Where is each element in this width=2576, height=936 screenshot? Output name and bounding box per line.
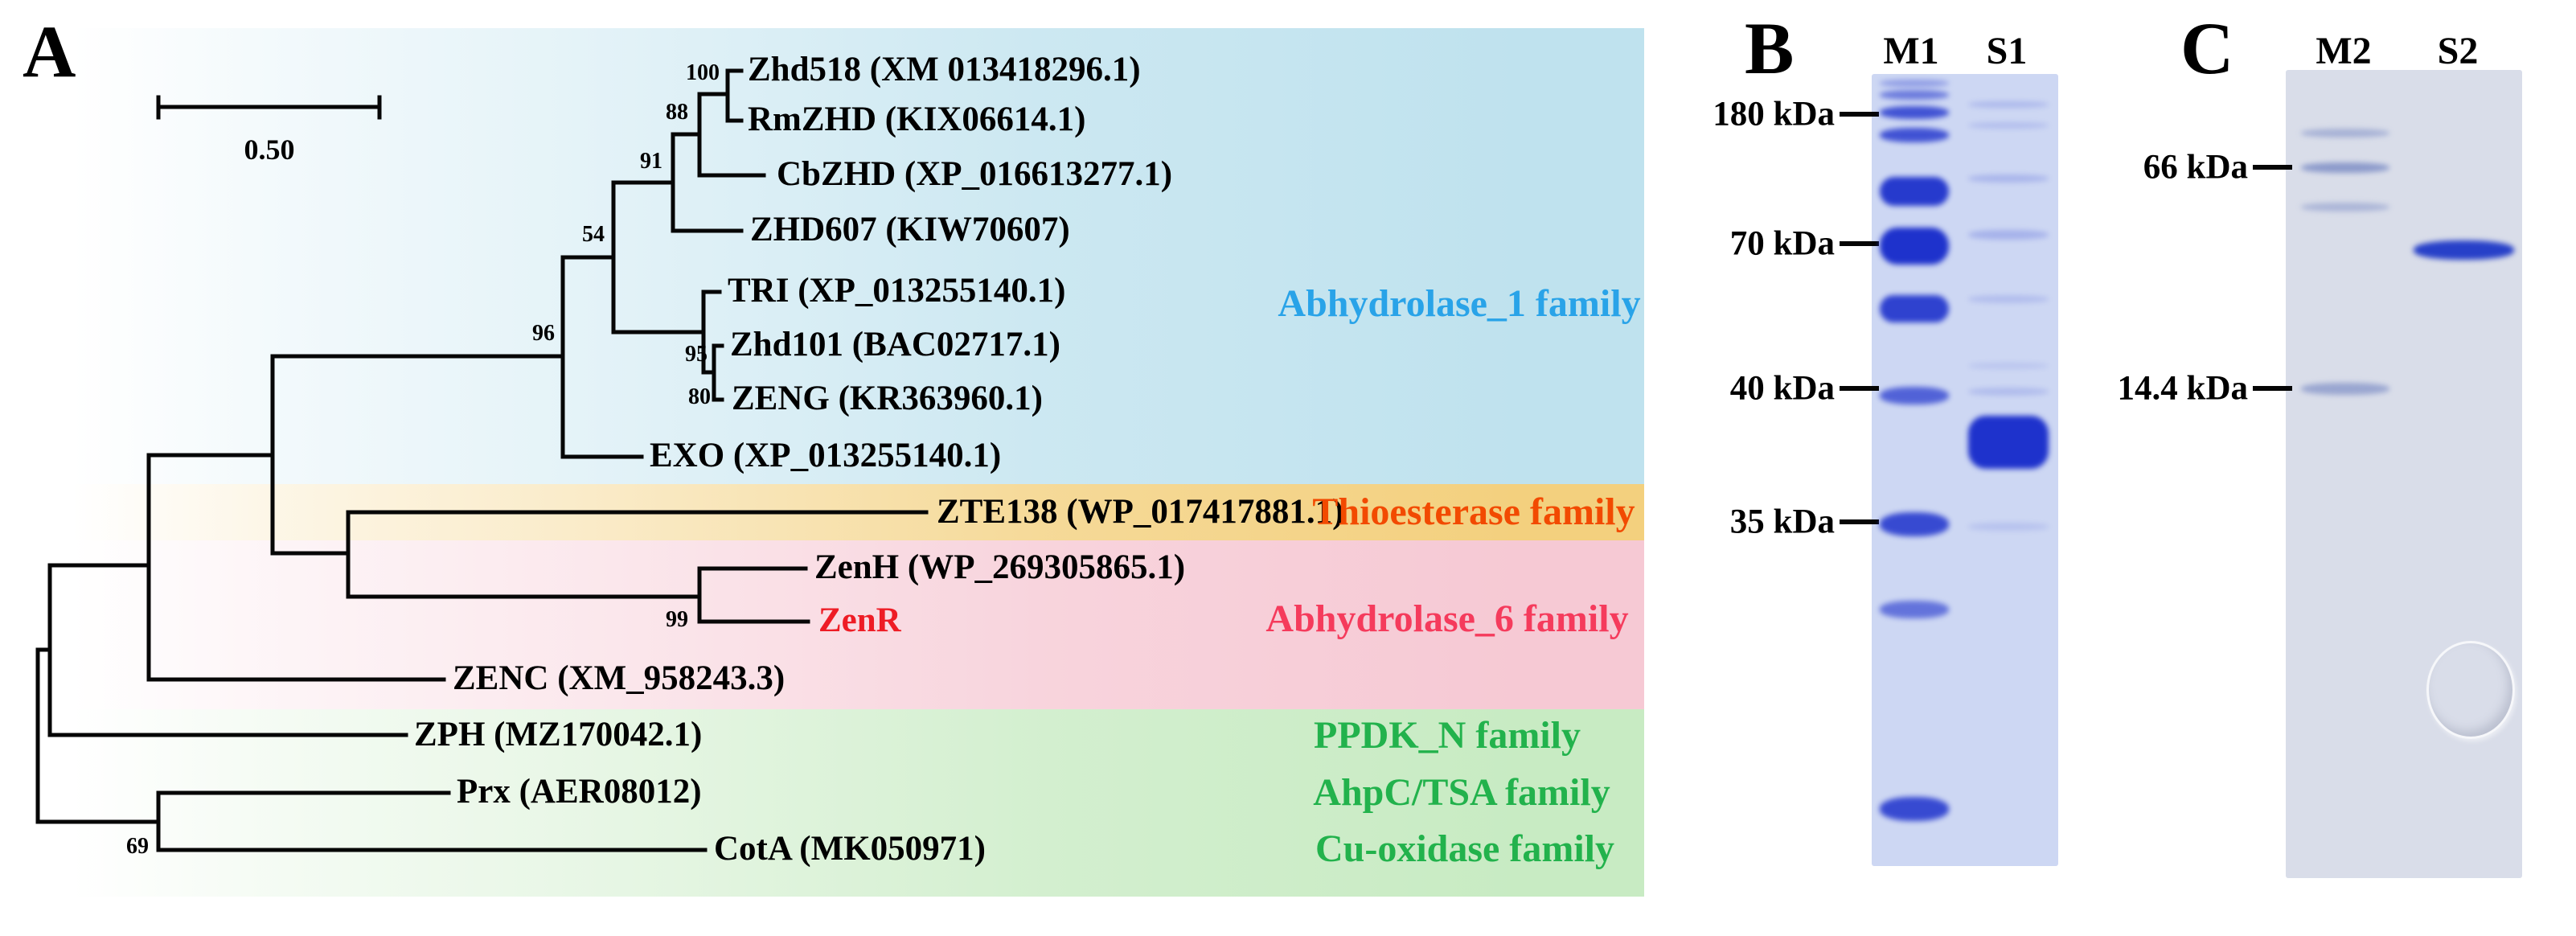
protein-band-lane-S1 <box>1968 523 2049 531</box>
molecular-weight-label: 40 kDa <box>1729 369 1835 408</box>
protein-band-lane-M2 <box>2301 128 2389 138</box>
family-label: AhpC/TSA family <box>1313 771 1610 814</box>
tree-tip-label: Prx (AER08012) <box>457 772 702 811</box>
bootstrap-value: 80 <box>688 384 711 409</box>
panel-b-letter: B <box>1745 7 1795 89</box>
protein-band-lane-M2 <box>2301 382 2389 395</box>
bootstrap-value: 95 <box>685 342 708 367</box>
bootstrap-value: 69 <box>126 834 149 859</box>
tree-tip-label: ZPH (MZ170042.1) <box>414 715 703 753</box>
protein-band-lane-M1 <box>1880 512 1949 536</box>
protein-band-lane-S1 <box>1968 122 2049 129</box>
tree-tip-label: TRI (XP_013255140.1) <box>728 271 1066 310</box>
protein-band-lane-M1 <box>1880 90 1949 100</box>
tree-tip-label: ZHD607 (KIW70607) <box>750 210 1070 248</box>
family-label: Thioesterase family <box>1312 491 1635 533</box>
protein-band-lane-M1 <box>1880 601 1949 618</box>
protein-band-lane-S1 <box>1968 363 2049 369</box>
family-label: Abhydrolase_6 family <box>1265 597 1629 640</box>
molecular-weight-dash <box>1840 386 1879 391</box>
tree-tip-label: ZenR <box>818 601 901 639</box>
protein-band-lane-M2 <box>2301 162 2389 173</box>
protein-band-lane-S1 <box>1968 416 2049 469</box>
family-label: Cu-oxidase family <box>1315 827 1614 870</box>
protein-band-lane-M1 <box>1880 79 1949 87</box>
abhydrolase1-band <box>72 28 1644 484</box>
bootstrap-value: 100 <box>686 60 720 85</box>
molecular-weight-dash <box>2253 386 2292 391</box>
protein-band-lane-M1 <box>1880 797 1949 821</box>
tree-tip-label: ZENC (XM_958243.3) <box>453 659 786 697</box>
protein-band-lane-M1 <box>1880 295 1949 322</box>
lane-label-s1: S1 <box>1986 30 2028 72</box>
tree-tip-label: Zhd101 (BAC02717.1) <box>730 325 1060 363</box>
bootstrap-value: 91 <box>640 149 662 174</box>
tree-tip-label: ZENG (KR363960.1) <box>732 379 1043 417</box>
tree-tip-label: Zhd518 (XM 013418296.1) <box>748 50 1141 88</box>
protein-band-lane-S1 <box>1968 101 2049 108</box>
protein-band-lane-M1 <box>1880 128 1949 142</box>
bootstrap-value: 88 <box>666 100 688 125</box>
protein-band-lane-S1 <box>1968 230 2049 240</box>
protein-band-lane-S1 <box>1968 295 2049 303</box>
tree-tip-label: EXO (XP_013255140.1) <box>650 436 1002 474</box>
molecular-weight-label: 66 kDa <box>2143 148 2248 187</box>
protein-band-lane-M1 <box>1880 387 1949 404</box>
tree-tip-label: ZenH (WP_269305865.1) <box>814 548 1186 586</box>
panel-c-letter: C <box>2180 7 2234 89</box>
protein-band-lane-M1 <box>1880 177 1949 206</box>
protein-band-lane-S1 <box>1968 174 2049 183</box>
protein-band-lane-S2 <box>2414 240 2514 260</box>
tree-tip-label: CbZHD (XP_016613277.1) <box>777 154 1173 193</box>
protein-band-lane-M2 <box>2301 202 2389 211</box>
tree-tip-label: RmZHD (KIX06614.1) <box>748 100 1086 138</box>
protein-band-lane-S1 <box>1968 388 2049 396</box>
bootstrap-value: 96 <box>532 321 555 346</box>
gel-air-bubble <box>2426 641 2515 739</box>
lane-label-m2: M2 <box>2316 30 2372 72</box>
lane-label-s2: S2 <box>2437 30 2479 72</box>
molecular-weight-dash <box>1840 241 1879 246</box>
panel-a-letter: A <box>23 10 76 92</box>
molecular-weight-label: 180 kDa <box>1713 95 1835 133</box>
lane-label-m1: M1 <box>1883 30 1939 72</box>
bootstrap-value: 99 <box>666 607 688 632</box>
molecular-weight-label: 70 kDa <box>1729 224 1835 263</box>
molecular-weight-label: 14.4 kDa <box>2117 369 2248 408</box>
molecular-weight-dash <box>1840 112 1879 117</box>
family-label: PPDK_N family <box>1314 714 1581 757</box>
molecular-weight-dash <box>1840 519 1879 524</box>
molecular-weight-label: 35 kDa <box>1729 503 1835 541</box>
protein-band-lane-M1 <box>1880 228 1949 265</box>
tree-tip-label: CotA (MK050971) <box>714 829 986 868</box>
tree-tip-label: ZTE138 (WP_017417881.1) <box>937 492 1344 531</box>
green-families-band <box>72 709 1644 897</box>
protein-band-lane-M1 <box>1880 106 1949 119</box>
molecular-weight-dash <box>2253 165 2292 170</box>
gel-b <box>1872 74 2058 866</box>
gel-c <box>2286 70 2522 878</box>
family-label: Abhydrolase_1 family <box>1278 282 1641 325</box>
scale-bar-label: 0.50 <box>244 133 295 166</box>
bootstrap-value: 54 <box>582 222 605 247</box>
